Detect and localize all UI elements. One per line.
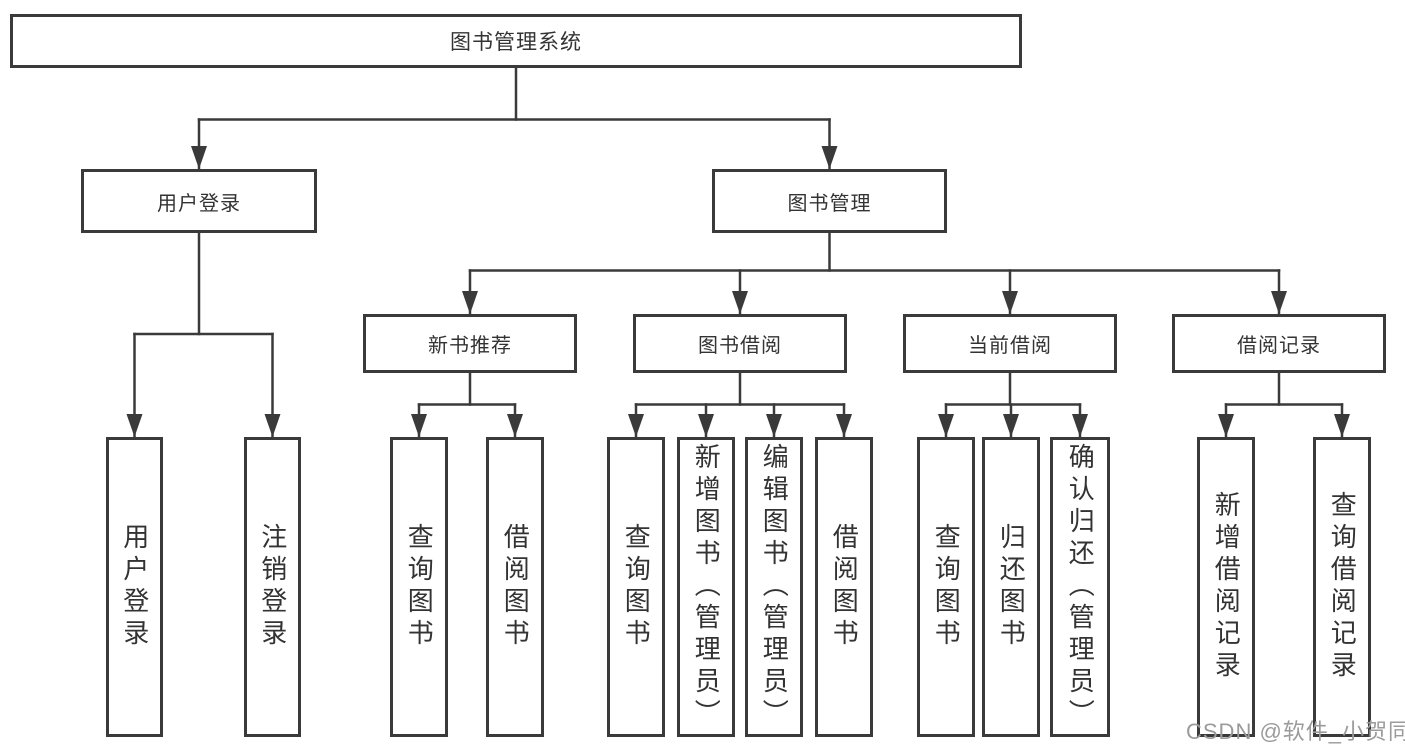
- leaf-records-add-borrow-record: 新增借阅记录: [1197, 437, 1255, 737]
- node-label: 图书借阅: [698, 335, 782, 357]
- node-label: 归还图书: [996, 523, 1027, 651]
- node-label: 查询图书: [931, 523, 962, 651]
- node-label: 借阅图书: [829, 523, 860, 651]
- node-label: 新增图书（管理员）: [691, 443, 722, 731]
- leaf-logout: 注销登录: [244, 437, 301, 737]
- leaf-current-return-books: 归还图书: [982, 437, 1040, 737]
- node-label: 注销登录: [257, 523, 288, 651]
- node-label: 图书管理: [787, 192, 872, 215]
- node-label: 新增借阅记录: [1211, 491, 1242, 683]
- node-label: 查询图书: [404, 523, 435, 651]
- leaf-borrow-query-books: 查询图书: [607, 437, 665, 737]
- node-label: 新书推荐: [428, 335, 512, 357]
- connector-book-mgmt-to-level2: [462, 231, 1287, 315]
- node-label: 用户登录: [119, 523, 150, 651]
- node-new-book-recommend: 新书推荐: [363, 314, 577, 373]
- node-label: 编辑图书（管理员）: [759, 443, 790, 731]
- connector-borrow-records-children: [1218, 371, 1350, 438]
- node-label: 当前借阅: [968, 335, 1052, 357]
- node-label: 用户登录: [157, 192, 241, 215]
- leaf-borrow-edit-books-admin: 编辑图书（管理员）: [745, 437, 803, 737]
- node-label: 查询借阅记录: [1327, 491, 1358, 683]
- node-label: 图书管理系统: [450, 31, 582, 54]
- node-current-borrow: 当前借阅: [903, 314, 1117, 373]
- connector-book-borrow-children: [628, 371, 852, 438]
- leaf-records-query-borrow-record: 查询借阅记录: [1313, 437, 1371, 737]
- leaf-current-query-books: 查询图书: [917, 437, 975, 737]
- leaf-borrow-borrow-books: 借阅图书: [815, 437, 873, 737]
- connector-root-to-level1: [191, 66, 838, 170]
- node-user-login: 用户登录: [81, 169, 317, 233]
- csdn-watermark: CSDN @软件_小贺同学: [1186, 719, 1405, 744]
- node-borrow-records: 借阅记录: [1172, 314, 1386, 373]
- leaf-newbook-query-books: 查询图书: [390, 437, 448, 737]
- leaf-borrow-add-books-admin: 新增图书（管理员）: [677, 437, 735, 737]
- connector-user-login-children: [126, 231, 281, 438]
- connector-new-book-children: [411, 371, 523, 438]
- node-label: 查询图书: [621, 523, 652, 651]
- node-label: 借阅图书: [500, 523, 531, 651]
- leaf-newbook-borrow-books: 借阅图书: [486, 437, 544, 737]
- node-library-management-system: 图书管理系统: [10, 14, 1022, 68]
- node-label: 借阅记录: [1237, 335, 1321, 357]
- connector-current-borrow-children: [938, 371, 1088, 438]
- leaf-user-login: 用户登录: [106, 437, 163, 737]
- node-label: 确认归还（管理员）: [1065, 443, 1096, 731]
- node-book-management: 图书管理: [712, 169, 947, 233]
- node-book-borrow: 图书借阅: [633, 314, 847, 373]
- leaf-current-confirm-return-admin: 确认归还（管理员）: [1050, 437, 1110, 737]
